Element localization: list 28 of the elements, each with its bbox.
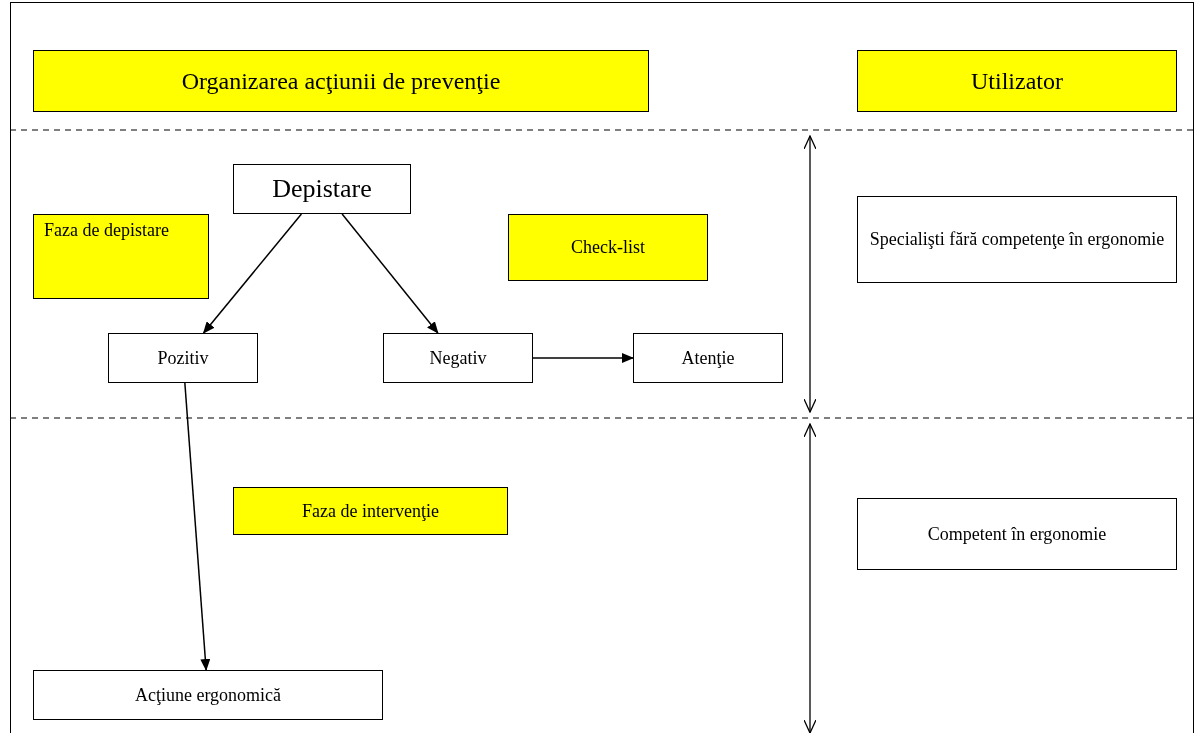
phase-label-box <box>508 214 708 281</box>
node-text: Acţiune ergonomică <box>134 683 282 707</box>
node-text: Specialişti fără competenţe în ergonomie <box>869 228 1165 251</box>
node-text: Faza de depistare <box>44 219 169 242</box>
node-text: Faza de intervenţie <box>302 499 439 523</box>
process-box <box>233 164 411 214</box>
arrow <box>532 353 634 363</box>
arrow <box>341 213 439 334</box>
node-text: Negativ <box>429 346 487 370</box>
process-box <box>857 498 1177 570</box>
node-text: Competent în ergonomie <box>927 522 1107 546</box>
phase-label-box <box>857 50 1177 112</box>
process-box <box>633 333 783 383</box>
phase-label-box <box>233 487 508 535</box>
arrow <box>202 213 303 334</box>
node-text: Depistare <box>272 172 372 205</box>
node-text: Pozitiv <box>157 346 209 370</box>
process-box <box>108 333 258 383</box>
node-text: Check-list <box>571 236 645 259</box>
process-box <box>383 333 533 383</box>
process-box <box>857 196 1177 283</box>
process-box <box>33 670 383 720</box>
node-text: Atenţie <box>681 346 735 370</box>
phase-label-box <box>33 50 649 112</box>
node-text: Utilizator <box>971 67 1063 96</box>
phase-label-box <box>33 214 209 299</box>
node-text: Organizarea acţiunii de prevenţie <box>181 67 501 96</box>
arrow <box>184 382 211 671</box>
